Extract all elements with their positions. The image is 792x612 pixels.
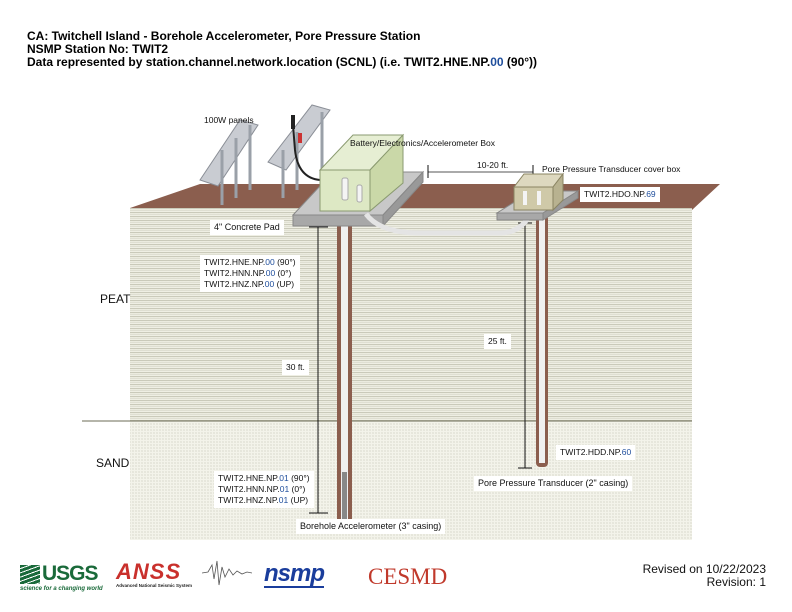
- pad-label: 4" Concrete Pad: [210, 220, 284, 235]
- solar-panels: [199, 104, 331, 205]
- hdd-channel-label: TWIT2.HDD.NP.60: [556, 445, 636, 460]
- usgs-logo: USGS science for a changing world: [20, 562, 103, 592]
- sand-label: SAND: [96, 456, 130, 470]
- nsmp-logo: NSMP: [264, 560, 325, 588]
- revision-info: Revised on 10/22/2023 Revision: 1: [642, 562, 766, 589]
- channel-row: TWIT2.HNN.NP.00 (0°): [204, 268, 292, 278]
- borehole-channels: TWIT2.HNE.NP.01 (90°) TWIT2.HNN.NP.01 (0…: [214, 471, 314, 508]
- channel-row: TWIT2.HNN.NP.01 (0°): [218, 484, 306, 494]
- surface-channels: TWIT2.HNE.NP.00 (90°) TWIT2.HNN.NP.00 (0…: [200, 255, 300, 292]
- peat-label: PEAT: [100, 292, 131, 306]
- box-label: Battery/Electronics/Accelerometer Box: [350, 138, 496, 148]
- distance-label: 10-20 ft.: [477, 160, 509, 170]
- station-number: NSMP Station No: TWIT2: [27, 42, 169, 56]
- seismogram-icon: [202, 560, 252, 586]
- title: CA: Twitchell Island - Borehole Accelero…: [27, 29, 421, 43]
- channel-row: TWIT2.HNZ.NP.01 (UP): [218, 495, 309, 505]
- pp-label: Pore Pressure Transducer (2" casing): [474, 476, 633, 491]
- channel-row: TWIT2.HNE.NP.01 (90°): [218, 473, 310, 483]
- channel-row: TWIT2.HNE.NP.00 (90°): [204, 257, 296, 267]
- cesmd-logo: CESMD: [368, 564, 448, 589]
- cable-conduit: [363, 212, 533, 236]
- hdo-channel-label: TWIT2.HDO.NP.69: [580, 187, 660, 202]
- pp-cover-box: [512, 172, 565, 212]
- pp-box-label: Pore Pressure Transducer cover box: [542, 164, 681, 174]
- pp-depth-label: 25 ft.: [484, 334, 511, 349]
- accel-label: Borehole Accelerometer (3" casing): [296, 519, 446, 534]
- channel-row: TWIT2.HNZ.NP.00 (UP): [204, 279, 295, 289]
- scnl-note: Data represented by station.channel.netw…: [27, 55, 538, 69]
- peat-layer: [130, 208, 692, 421]
- accel-depth-label: 30 ft.: [282, 360, 309, 375]
- usgs-wave-icon: [20, 564, 40, 584]
- electronics-box: [318, 133, 405, 213]
- panels-label: 100W panels: [204, 115, 254, 125]
- borehole-accelerometer: [342, 472, 347, 522]
- anss-logo: ANSS Advanced National Seismic System: [116, 561, 256, 588]
